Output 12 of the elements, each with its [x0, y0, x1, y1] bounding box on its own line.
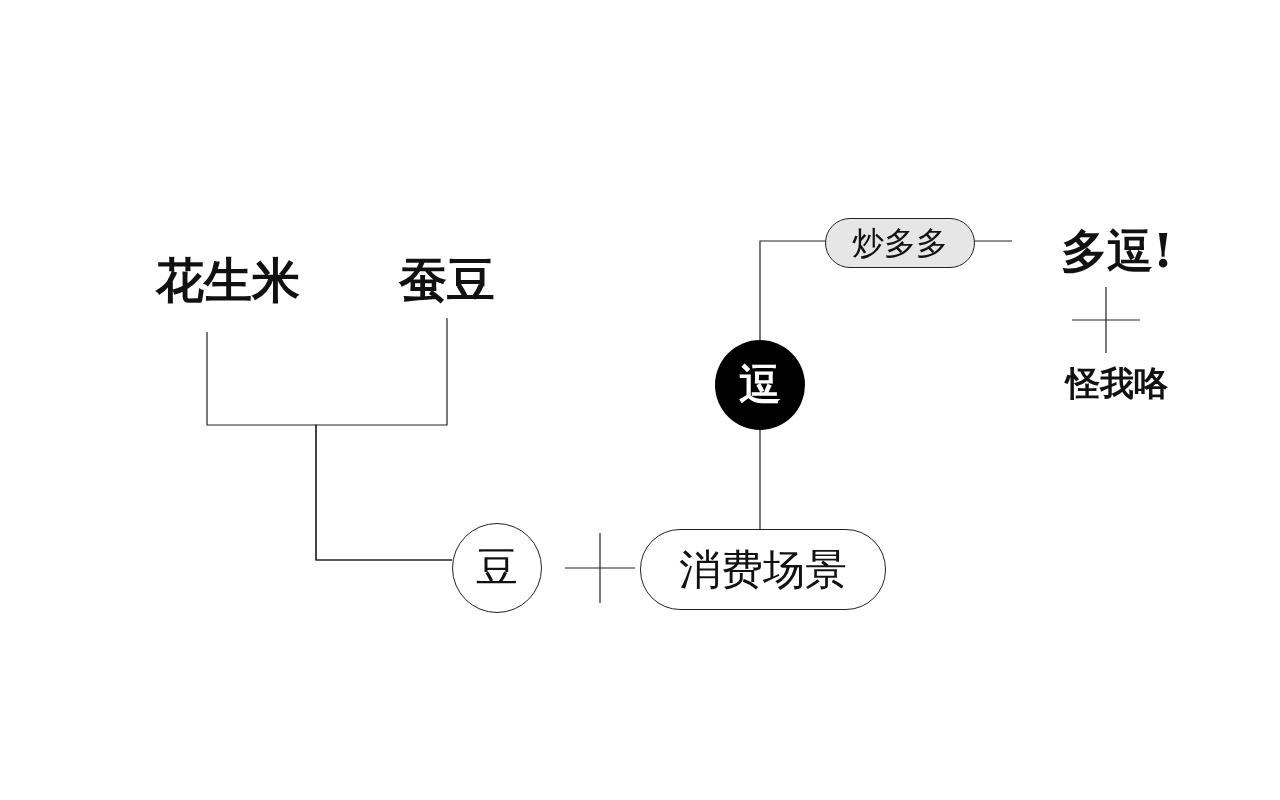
circle-node: 豆 [452, 523, 542, 613]
circle-node: 逗 [715, 340, 805, 430]
connector-line [759, 240, 826, 341]
word-label: 多逗! [1055, 225, 1179, 277]
connector-line [974, 240, 1013, 242]
word-label: 蚕豆 [396, 254, 498, 306]
word-label: 怪我咯 [1060, 364, 1174, 402]
word-label: 花生米 [150, 254, 306, 306]
connector-line [315, 317, 453, 561]
rounded-box: 消费场景 [640, 529, 886, 610]
rounded-box: 炒多多 [825, 218, 975, 268]
connector-line [759, 429, 761, 530]
